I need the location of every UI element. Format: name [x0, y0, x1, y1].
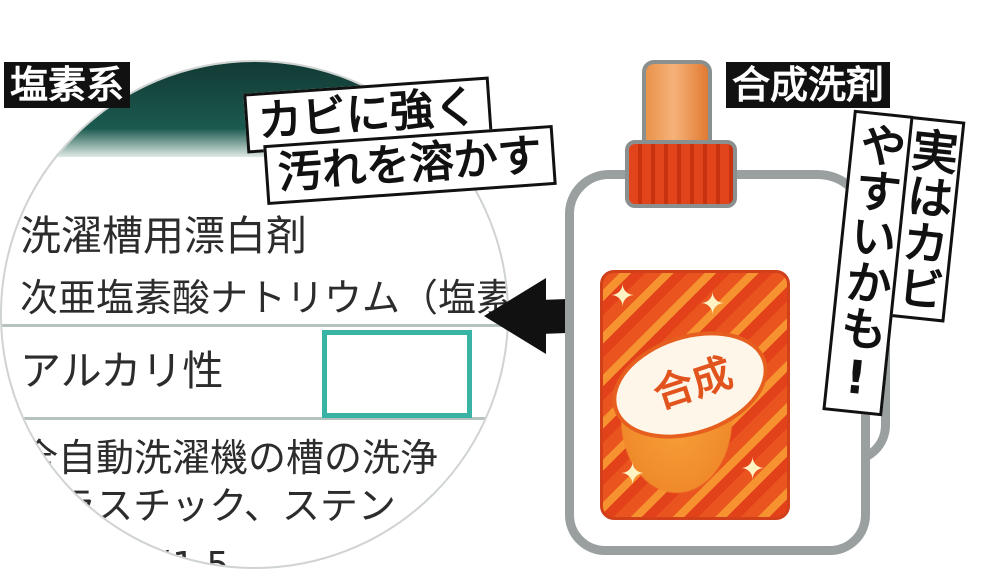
- sparkle-icon: ✦: [610, 279, 636, 314]
- label-ph: アルカリ性: [20, 347, 224, 395]
- label-rule: [2, 324, 507, 327]
- sparkle-icon: ✦: [700, 287, 726, 322]
- bottle-cap: [625, 140, 737, 208]
- arrow-left-icon: [484, 278, 546, 354]
- label-materials: プラスチック、ステン: [20, 484, 396, 528]
- label-product-type: 洗濯槽用漂白剤: [20, 212, 307, 260]
- chlorine-tag: 塩素系: [4, 62, 131, 108]
- label-usage: 全自動洗濯機の槽の洗浄: [20, 436, 439, 480]
- sparkle-icon: ✦: [740, 452, 766, 487]
- label-rule: [2, 417, 507, 420]
- synthetic-detergent-tag: 合成洗剤: [726, 62, 891, 108]
- sparkle-icon: ✦: [620, 457, 646, 492]
- label-ingredient: 次亜塩素酸ナトリウム（塩素系）防: [20, 276, 507, 320]
- chlorine-highlight-box: [322, 330, 472, 418]
- bottle-cap-top: [642, 60, 712, 145]
- label-amount: 量(1.5: [122, 545, 230, 569]
